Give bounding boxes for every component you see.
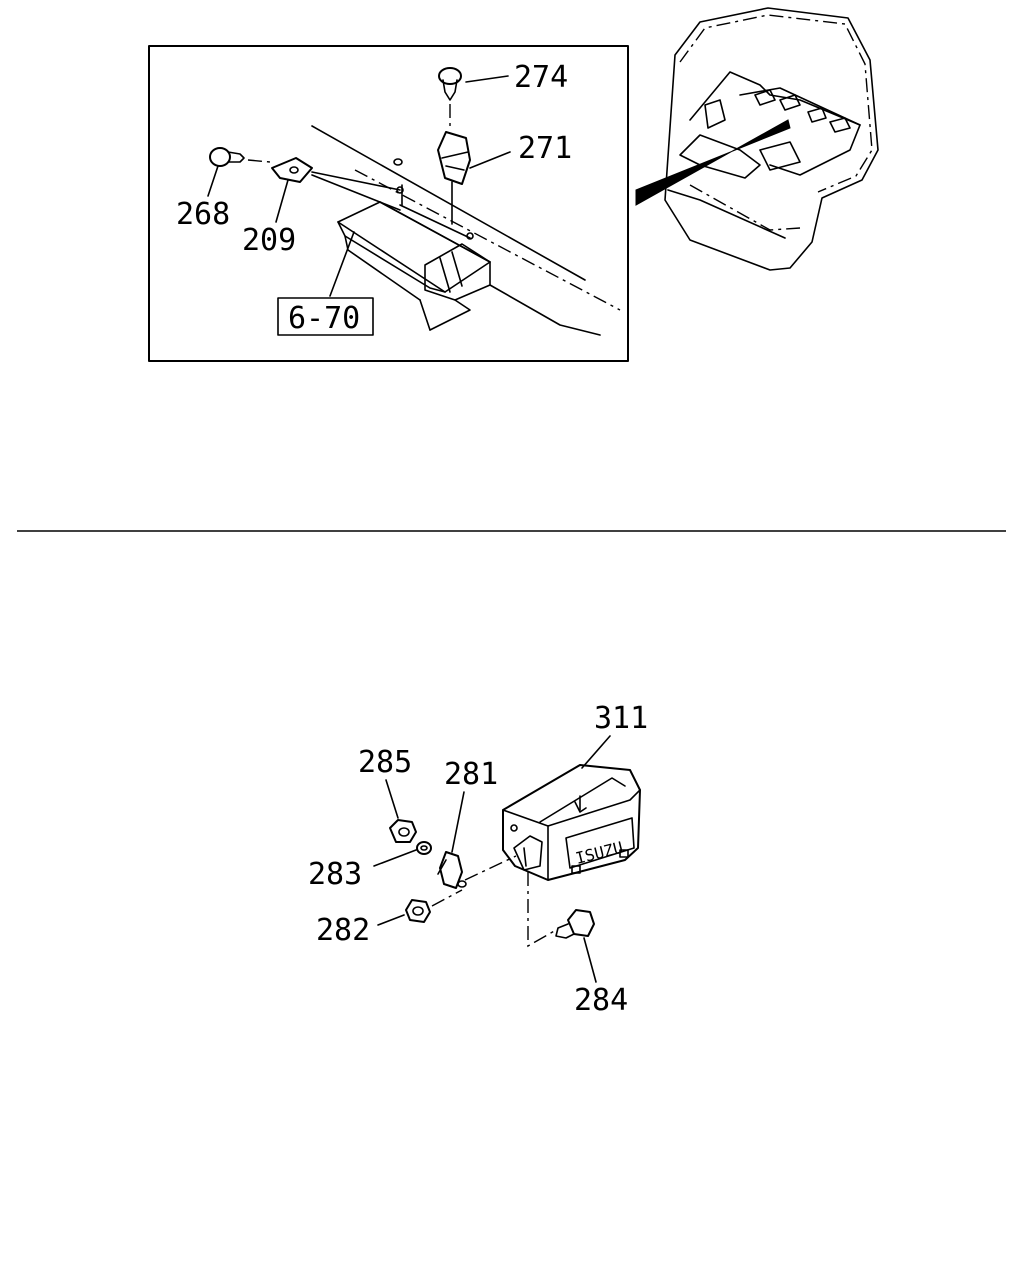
part-311-housing: ISUZU [502,735,641,881]
part-271-clip [437,131,511,225]
callout-271: 271 [518,131,572,166]
ref-box-frame [277,297,374,336]
callout-283: 283 [308,857,362,892]
ref-leader-line [329,231,355,297]
part-268-screw [207,147,271,197]
part-209-nut-clip [271,157,401,223]
floor-panel-lines [311,125,621,336]
upper-detail-view: 274 271 268 209 6-70 [148,45,629,362]
part-283-washer [373,841,432,867]
part-285-nut [385,779,417,843]
callout-282: 282 [316,913,370,948]
callout-285: 285 [358,745,412,780]
callout-311: 311 [594,701,648,736]
callout-274: 274 [514,60,568,95]
part-274-push-clip [438,67,509,128]
part-284-bolt [555,909,597,983]
lower-detail-view: ISUZU [308,701,648,1018]
detail-frame [148,45,629,362]
part-282-nut [377,889,463,926]
alignment-line-a [464,855,517,881]
location-pointer-wedge [635,119,791,206]
callout-284: 284 [574,983,628,1018]
callout-209: 209 [242,223,296,258]
callout-268: 268 [176,197,230,232]
callout-281: 281 [444,757,498,792]
cab-location-illustration [635,7,879,271]
ref-box-label: 6-70 [288,301,360,336]
part-281-bracket [437,791,467,889]
alignment-line-b [527,872,557,948]
